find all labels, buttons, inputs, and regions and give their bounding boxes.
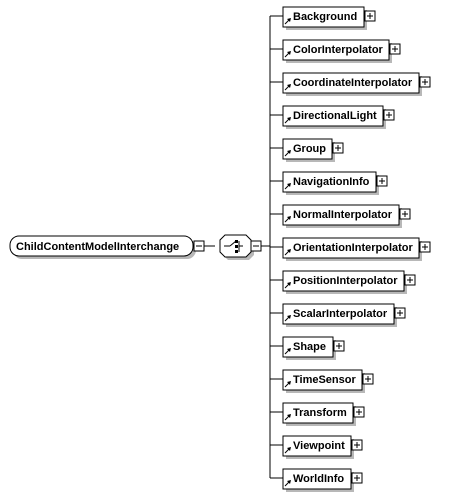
- reference-arrow-icon: [284, 183, 291, 190]
- expand-toggle-icon[interactable]: [362, 373, 374, 385]
- expand-toggle-icon[interactable]: [333, 340, 345, 352]
- element-node-label: OrientationInterpolator: [293, 242, 414, 254]
- expand-toggle-icon[interactable]: [364, 10, 376, 22]
- reference-arrow-icon: [284, 216, 291, 223]
- reference-arrow-icon: [284, 414, 291, 421]
- element-node-label: Shape: [293, 341, 326, 353]
- element-node-label: NavigationInfo: [293, 176, 370, 188]
- element-node-time-sensor[interactable]: TimeSensor: [270, 369, 374, 393]
- element-node-label: DirectionalLight: [293, 110, 377, 122]
- element-node-label: CoordinateInterpolator: [293, 77, 413, 89]
- element-node-box: [282, 72, 420, 94]
- expand-toggle-icon[interactable]: [383, 109, 395, 121]
- reference-arrow-icon: [284, 84, 291, 91]
- expand-toggle-icon[interactable]: [419, 76, 431, 88]
- element-node-box: [282, 105, 384, 127]
- reference-arrow-icon: [284, 348, 291, 355]
- reference-arrow-icon: [284, 315, 291, 322]
- choice-compositor-icon[interactable]: [219, 234, 254, 260]
- expand-toggle-icon[interactable]: [394, 307, 406, 319]
- expand-toggle-icon[interactable]: [351, 472, 363, 484]
- element-node-world-info[interactable]: WorldInfo: [270, 468, 363, 492]
- element-node-scalar-interpolator[interactable]: ScalarInterpolator: [270, 303, 406, 327]
- element-node-background[interactable]: Background: [270, 6, 376, 30]
- element-node-box: [282, 237, 420, 259]
- element-node-box: [282, 402, 354, 424]
- children-group: BackgroundColorInterpolatorCoordinateInt…: [270, 6, 431, 492]
- element-node-box: [282, 369, 363, 391]
- reference-arrow-icon: [284, 480, 291, 487]
- reference-arrow-icon: [284, 18, 291, 25]
- reference-arrow-icon: [284, 249, 291, 256]
- element-node-box: [282, 171, 377, 193]
- element-node-box: [282, 435, 352, 457]
- element-node-label: Transform: [293, 407, 347, 419]
- reference-arrow-icon: [284, 117, 291, 124]
- element-node-label: ColorInterpolator: [293, 44, 384, 56]
- element-node-label: TimeSensor: [293, 374, 356, 386]
- root-node[interactable]: ChildContentModelInterchange: [9, 235, 196, 259]
- expand-toggle-icon[interactable]: [351, 439, 363, 451]
- expand-toggle-icon[interactable]: [353, 406, 365, 418]
- root-node-label: ChildContentModelInterchange: [16, 241, 179, 253]
- expand-toggle-icon[interactable]: [376, 175, 388, 187]
- element-node-directional-light[interactable]: DirectionalLight: [270, 105, 395, 129]
- element-node-label: NormalInterpolator: [293, 209, 393, 221]
- expand-toggle-icon[interactable]: [419, 241, 431, 253]
- reference-arrow-icon: [284, 381, 291, 388]
- element-node-navigation-info[interactable]: NavigationInfo: [270, 171, 388, 195]
- element-node-position-interpolator[interactable]: PositionInterpolator: [270, 270, 416, 294]
- element-node-box: [282, 270, 405, 292]
- element-node-orientation-interpolator[interactable]: OrientationInterpolator: [270, 237, 431, 261]
- expand-toggle-icon[interactable]: [399, 208, 411, 220]
- element-node-viewpoint[interactable]: Viewpoint: [270, 435, 363, 459]
- element-node-box: [282, 336, 334, 358]
- element-node-normal-interpolator[interactable]: NormalInterpolator: [270, 204, 411, 228]
- element-node-coordinate-interpolator[interactable]: CoordinateInterpolator: [270, 72, 431, 96]
- element-node-label: WorldInfo: [293, 473, 344, 485]
- reference-arrow-icon: [284, 51, 291, 58]
- element-node-label: Background: [293, 11, 357, 23]
- element-node-color-interpolator[interactable]: ColorInterpolator: [270, 39, 401, 63]
- element-node-label: ScalarInterpolator: [293, 308, 388, 320]
- element-node-box: [282, 39, 390, 61]
- element-node-box: [282, 468, 352, 490]
- element-node-label: Group: [293, 143, 326, 155]
- expand-toggle-icon[interactable]: [404, 274, 416, 286]
- element-node-box: [282, 204, 400, 226]
- element-node-box: [282, 303, 395, 325]
- expand-toggle-icon[interactable]: [389, 43, 401, 55]
- element-node-box: [282, 138, 333, 160]
- reference-arrow-icon: [284, 150, 291, 157]
- element-node-transform[interactable]: Transform: [270, 402, 365, 426]
- compositor-collapse-toggle[interactable]: [250, 240, 262, 252]
- expand-toggle-icon[interactable]: [332, 142, 344, 154]
- element-node-label: Viewpoint: [293, 440, 345, 452]
- element-node-group[interactable]: Group: [270, 138, 344, 162]
- element-node-label: PositionInterpolator: [293, 275, 398, 287]
- element-node-box: [282, 6, 365, 28]
- reference-arrow-icon: [284, 447, 291, 454]
- reference-arrow-icon: [284, 282, 291, 289]
- element-node-shape[interactable]: Shape: [270, 336, 345, 360]
- root-collapse-toggle[interactable]: [193, 240, 205, 252]
